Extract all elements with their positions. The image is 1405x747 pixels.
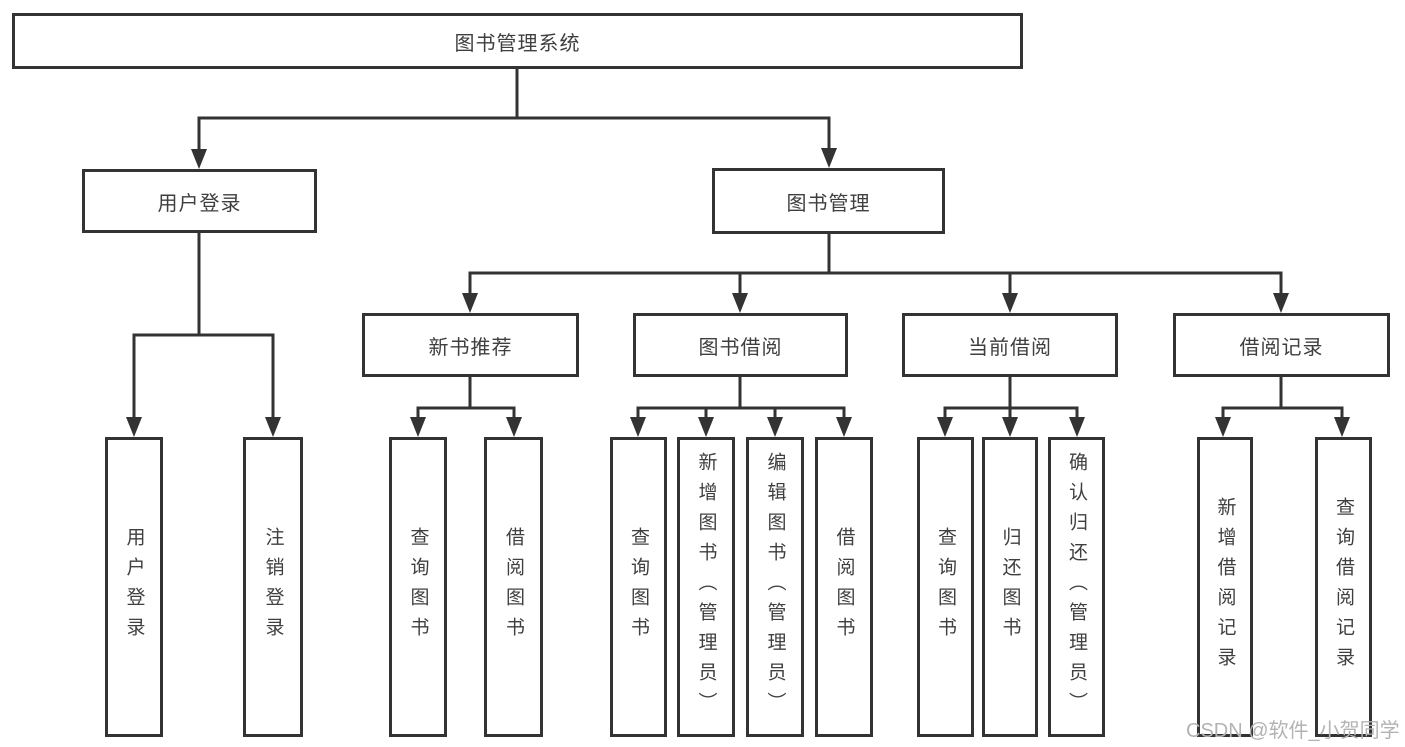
node-label: 借阅图书 <box>503 527 524 647</box>
arrow-down-icon <box>1273 293 1289 313</box>
arrow-down-icon <box>191 149 207 169</box>
node-query-books-borrow: 查询图书 <box>610 437 667 737</box>
node-label: 用户登录 <box>123 527 145 647</box>
node-label: 用户登录 <box>157 192 242 215</box>
node-logout-action: 注销登录 <box>243 437 303 737</box>
arrow-down-icon <box>630 417 646 437</box>
edges-current-borrowing-children <box>937 375 1085 437</box>
node-user-login-action: 用户登录 <box>105 437 163 737</box>
arrow-down-icon <box>821 148 837 168</box>
node-label: 当前借阅 <box>968 336 1052 359</box>
arrow-down-icon <box>767 417 783 437</box>
arrow-down-icon <box>836 417 852 437</box>
node-current-borrowing: 当前借阅 <box>902 313 1118 377</box>
edges-root-to-level2 <box>191 67 837 169</box>
node-borrowing-records: 借阅记录 <box>1173 313 1390 377</box>
node-label: 注销登录 <box>262 527 284 647</box>
node-label: 新书推荐 <box>428 336 513 359</box>
node-label: 确认归还（管理员） <box>1066 452 1087 722</box>
arrow-down-icon <box>410 417 426 437</box>
node-label: 图书管理 <box>786 192 871 215</box>
node-label: 编辑图书（管理员） <box>764 452 786 722</box>
node-label: 归还图书 <box>999 527 1021 647</box>
node-label: 借阅记录 <box>1239 336 1324 359</box>
node-label: 借阅图书 <box>833 527 855 647</box>
node-label: 新增图书（管理员） <box>695 452 717 722</box>
node-query-books-recommend: 查询图书 <box>389 437 447 737</box>
node-label: 查询图书 <box>407 527 429 647</box>
arrow-down-icon <box>698 417 714 437</box>
node-label: 查询图书 <box>935 527 956 647</box>
node-return-books: 归还图书 <box>982 437 1038 737</box>
node-book-management: 图书管理 <box>712 168 945 234</box>
arrow-down-icon <box>265 417 281 437</box>
node-new-book-recommend: 新书推荐 <box>362 313 579 377</box>
arrow-down-icon <box>1002 293 1018 313</box>
node-add-books-admin: 新增图书（管理员） <box>677 437 735 737</box>
node-borrow-books-recommend: 借阅图书 <box>484 437 543 737</box>
node-query-books-current: 查询图书 <box>917 437 974 737</box>
edges-book-borrowing-children <box>630 375 852 437</box>
arrow-down-icon <box>1002 417 1018 437</box>
node-add-borrow-record: 新增借阅记录 <box>1197 437 1253 737</box>
arrow-down-icon <box>506 417 522 437</box>
node-edit-books-admin: 编辑图书（管理员） <box>746 437 804 737</box>
node-library-management-system: 图书管理系统 <box>12 13 1023 69</box>
node-label: 图书借阅 <box>698 336 783 359</box>
node-query-borrow-record: 查询借阅记录 <box>1315 437 1372 737</box>
arrow-down-icon <box>462 293 478 313</box>
arrow-down-icon <box>1215 417 1231 437</box>
arrow-down-icon <box>937 417 953 437</box>
edges-borrowing-records-children <box>1215 375 1350 437</box>
csdn-watermark: CSDN @软件_小贺同学 <box>1186 720 1400 742</box>
edges-book-management-to-level3 <box>462 231 1289 313</box>
node-book-borrowing: 图书借阅 <box>633 313 848 377</box>
node-borrow-books: 借阅图书 <box>815 437 873 737</box>
arrow-down-icon <box>732 293 748 313</box>
node-user-login: 用户登录 <box>82 169 317 233</box>
node-label: 新增借阅记录 <box>1214 497 1236 677</box>
arrow-down-icon <box>126 417 142 437</box>
node-label: 图书管理系统 <box>454 32 581 55</box>
node-label: 查询借阅记录 <box>1333 497 1354 677</box>
arrow-down-icon <box>1069 417 1085 437</box>
edges-new-book-recommend-children <box>410 375 522 437</box>
arrow-down-icon <box>1334 417 1350 437</box>
node-label: 查询图书 <box>628 527 649 647</box>
node-confirm-return-admin: 确认归还（管理员） <box>1048 437 1105 737</box>
edges-user-login-children <box>126 230 281 437</box>
